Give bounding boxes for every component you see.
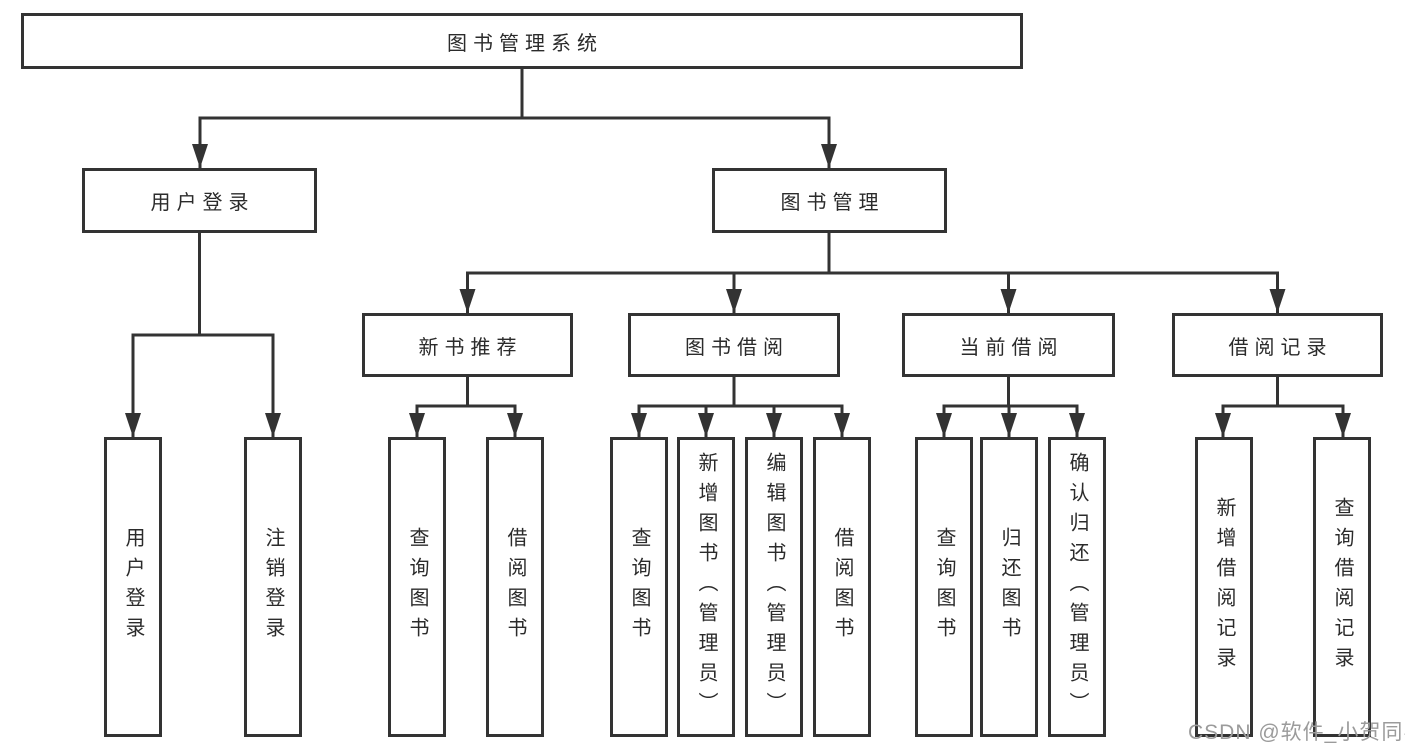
- leaf-query-books-borrowing: 查询图书: [610, 437, 668, 737]
- leaf-edit-books-admin: 编辑图书（管理员）: [745, 437, 803, 737]
- node-new-book-recommend: 新书推荐: [362, 313, 573, 377]
- node-user-login: 用户登录: [82, 168, 317, 233]
- leaf-query-books-recommend: 查询图书: [388, 437, 446, 737]
- leaf-query-borrow-record: 查询借阅记录: [1313, 437, 1371, 737]
- leaf-confirm-return-admin: 确认归还（管理员）: [1048, 437, 1106, 737]
- connector-mgmt-drop: [732, 273, 1010, 313]
- leaf-borrow-books-recommend: 借阅图书: [486, 437, 544, 737]
- connector-records-bracket: [1221, 404, 1345, 437]
- leaf-logout: 注销登录: [244, 437, 302, 737]
- node-root: 图书管理系统: [21, 13, 1023, 69]
- leaf-return-books: 归还图书: [980, 437, 1038, 737]
- connector-login-bracket: [131, 333, 275, 437]
- node-book-borrowing: 图书借阅: [628, 313, 840, 377]
- node-book-management: 图书管理: [712, 168, 947, 233]
- connector-root-bracket: [198, 116, 831, 168]
- connector-mgmt-bracket: [466, 271, 1279, 313]
- connector-borrowing-bracket: [637, 404, 844, 437]
- connector-recommend-bracket: [415, 404, 517, 437]
- leaf-add-borrow-record: 新增借阅记录: [1195, 437, 1253, 737]
- leaf-add-books-admin: 新增图书（管理员）: [677, 437, 735, 737]
- node-current-borrowing: 当前借阅: [902, 313, 1115, 377]
- leaf-user-login: 用户登录: [104, 437, 162, 737]
- leaf-borrow-books: 借阅图书: [813, 437, 871, 737]
- node-borrowing-records: 借阅记录: [1172, 313, 1383, 377]
- csdn-watermark: CSDN @软件_小贺同学: [1188, 721, 1405, 744]
- connector-borrowing-drop: [704, 406, 776, 437]
- leaf-query-books-current: 查询图书: [915, 437, 973, 737]
